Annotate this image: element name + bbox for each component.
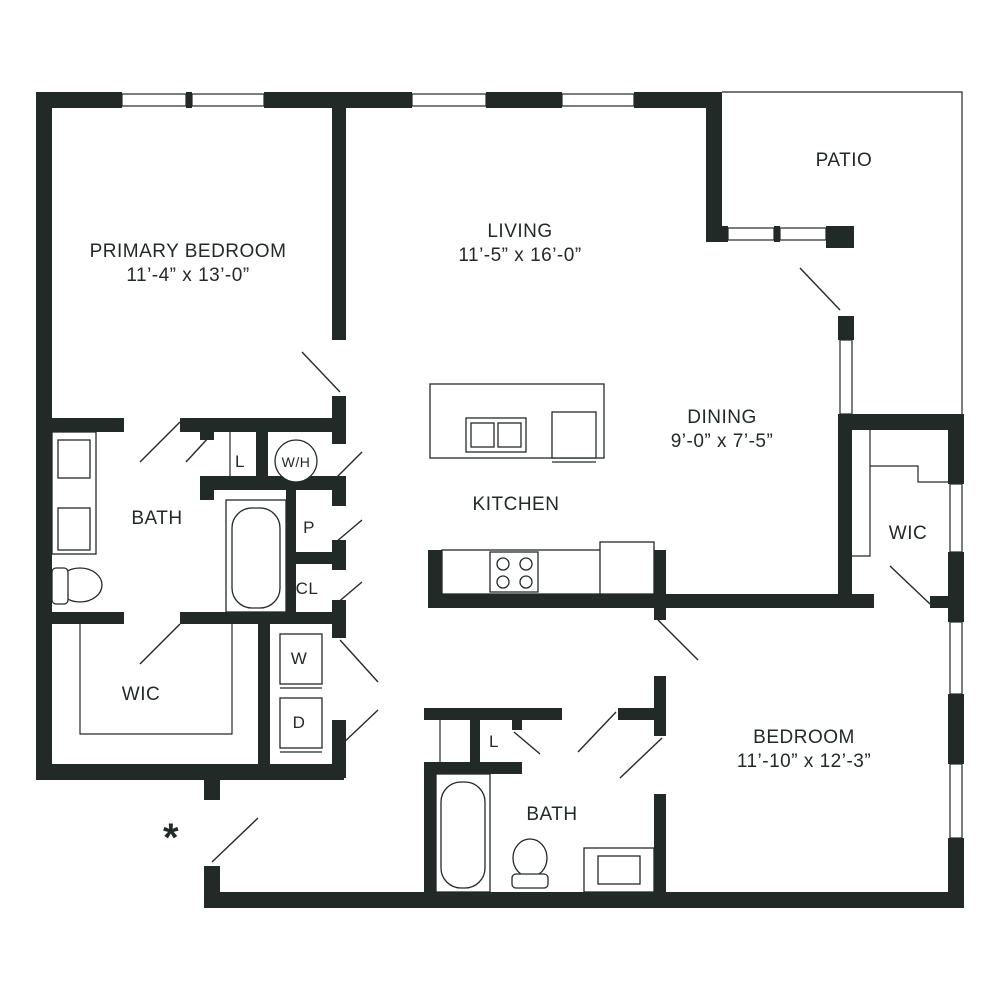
room-dimensions: 11’-10” x 12’-3” [736,751,872,772]
room-dimensions: 11’-4” x 13’-0” [126,265,250,286]
room-name: WIC [888,523,928,544]
toilet [512,838,548,878]
closet-label-linen: L [235,452,245,471]
fixtures [51,383,655,893]
room-name: BATH [526,804,578,825]
room-name: LIVING [487,221,553,242]
closet-label-dryer: D [292,713,306,732]
closet-label-water-heater: W/H [281,454,311,470]
room-name: BEDROOM [753,727,855,748]
closet-label-linen-secondary: L [489,732,499,751]
dryer [279,697,323,749]
room-name: KITCHEN [472,494,560,515]
exterior-walls [36,91,964,908]
doors [139,267,931,863]
interior-walls [52,108,964,898]
closet-label-pantry: P [303,518,315,537]
sink [597,855,641,885]
washer [279,633,323,685]
room-label-primary-wic: WIC [122,683,160,707]
room-dimensions: 11’-5” x 16’-0” [458,245,582,266]
room-label-secondary-bath: BATH [526,803,577,827]
entry-marker: * [162,816,180,860]
room-label-bedroom-wic: WIC [889,522,927,546]
room-name: BATH [131,508,183,529]
room-label-primary-bedroom: PRIMARY BEDROOM 11’-4” x 13’-0” [90,240,287,288]
sink [57,439,91,479]
water-heater-tank [274,439,318,483]
dishwasher [551,411,597,459]
refrigerator [599,541,655,595]
room-name: WIC [121,684,161,705]
room-label-patio: PATIO [816,149,873,173]
closet-label-washer: W [290,649,308,668]
room-name: PATIO [815,150,873,171]
room-name: PRIMARY BEDROOM [89,241,287,262]
room-label-primary-bath: BATH [131,507,182,531]
room-dimensions: 9’-0” x 7’-5” [670,431,774,452]
room-label-dining: DINING 9’-0” x 7’-5” [671,406,774,454]
closet-outlines [79,430,948,762]
closet-label-coat: CL [295,579,319,598]
room-name: DINING [687,407,757,428]
room-label-living: LIVING 11’-5” x 16’-0” [458,220,581,268]
room-label-kitchen: KITCHEN [473,493,560,517]
sink [57,507,91,551]
room-label-bedroom: BEDROOM 11’-10” x 12’-3” [737,726,871,774]
